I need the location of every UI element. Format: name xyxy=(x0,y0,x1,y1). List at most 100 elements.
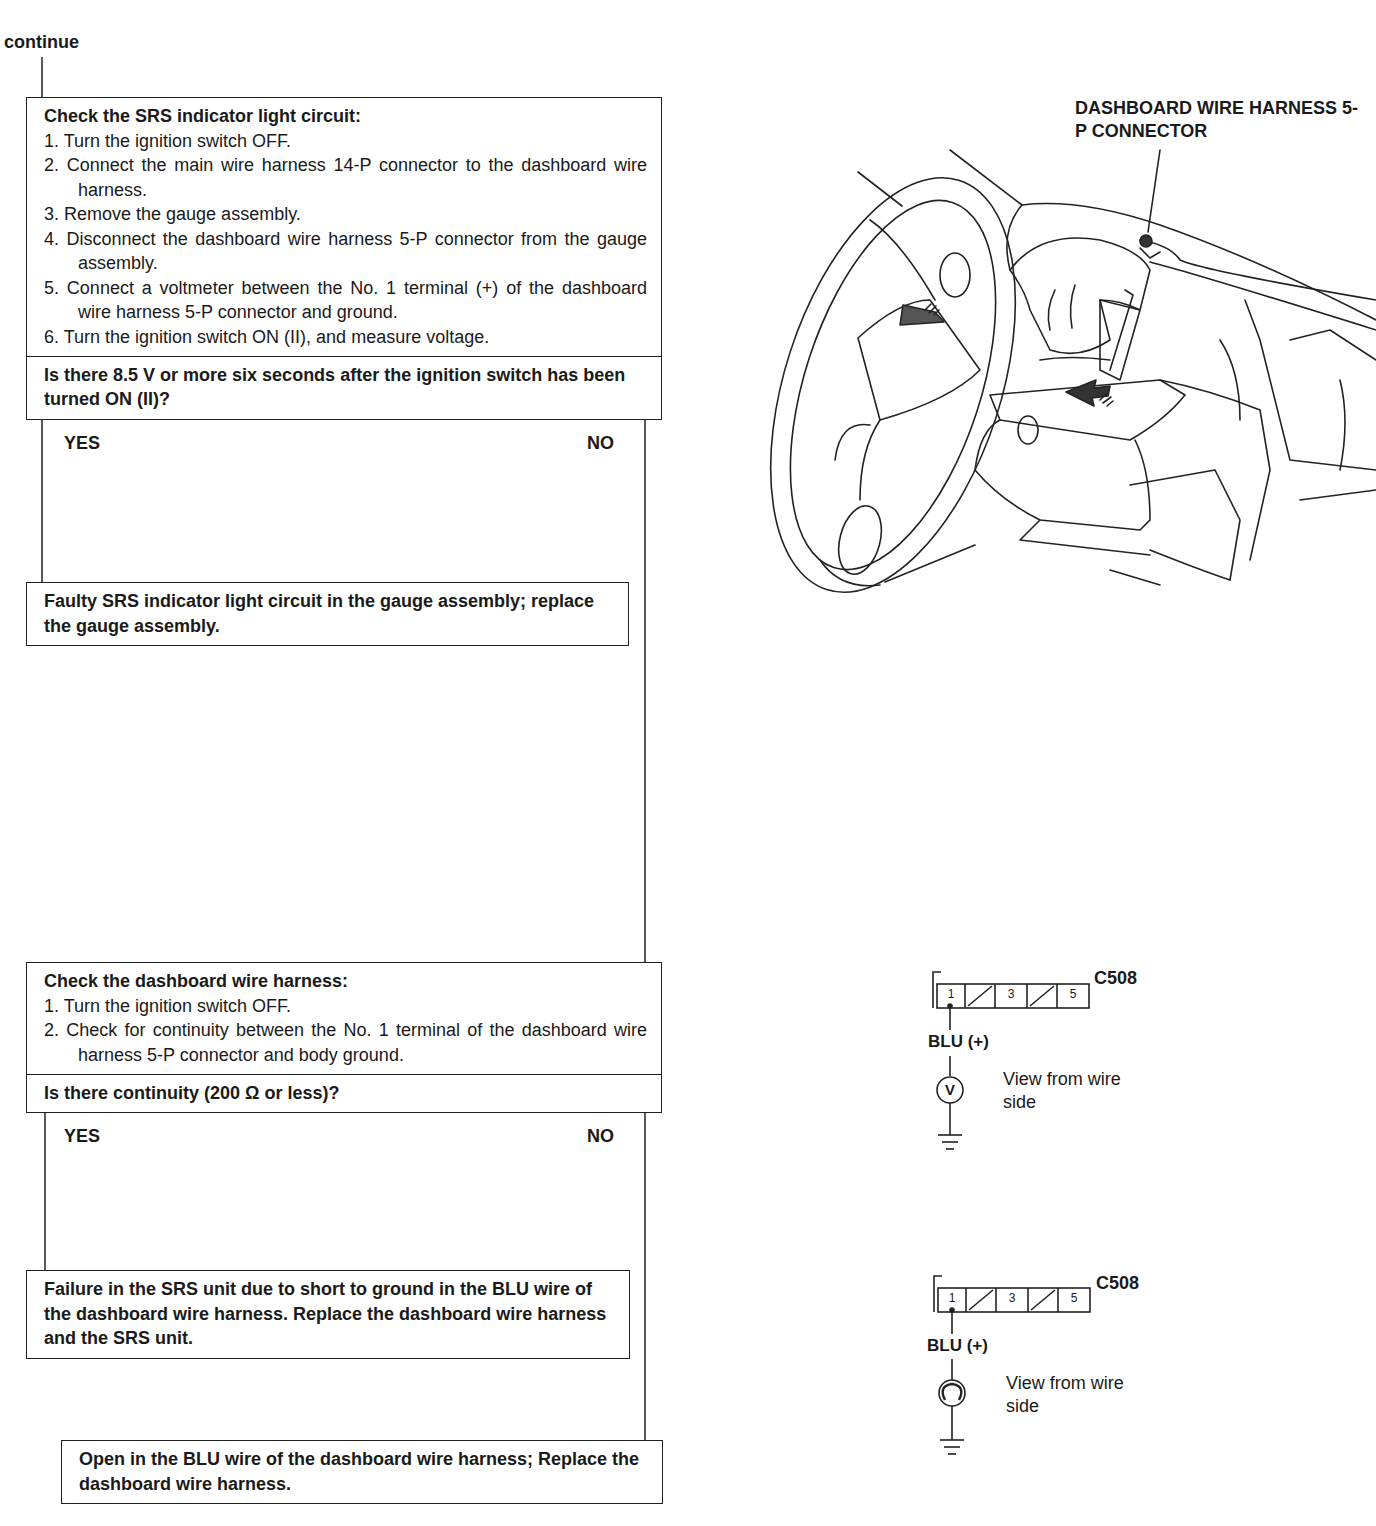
connector-c508-ohmmeter-stroke xyxy=(1057,1288,1059,1312)
dashboard-illustration-stroke xyxy=(1018,416,1038,444)
dashboard-illustration-stroke xyxy=(940,253,970,297)
continue-label: continue xyxy=(4,31,114,54)
box-text: 2. Connect the main wire harness 14-P co… xyxy=(44,153,647,202)
connector-c508-voltmeter-stroke xyxy=(937,1077,963,1103)
dashboard-illustration-stroke xyxy=(1130,470,1240,580)
connector-c508-ohmmeter-stroke xyxy=(995,1288,997,1312)
dashboard-illustration-stroke xyxy=(1020,520,1150,555)
question-box: Is there 8.5 V or more six seconds after… xyxy=(26,356,662,420)
connector-c508-ohmmeter xyxy=(934,1276,1090,1454)
box-text: 3. Remove the gauge assembly. xyxy=(44,202,647,227)
box-text: 1. Turn the ignition switch OFF. xyxy=(44,994,647,1019)
dashboard-illustration-stroke xyxy=(1140,235,1152,247)
dashboard-illustration-stroke xyxy=(1071,285,1075,328)
connector-c508-voltmeter-stroke xyxy=(968,986,992,1006)
dashboard-illustration-stroke xyxy=(1148,150,1160,232)
connector-c508-ohmmeter-stroke xyxy=(943,1384,962,1400)
connector-c508-ohmmeter-stroke xyxy=(951,1406,953,1440)
connector-c508-ohmmeter-stroke xyxy=(969,1290,993,1310)
connector-c508-voltmeter-stroke xyxy=(948,1004,952,1008)
instruction-box: Check the SRS indicator light circuit:1.… xyxy=(26,97,662,357)
box-text: 6. Turn the ignition switch ON (II), and… xyxy=(44,325,647,350)
connector-c508-voltmeter-stroke xyxy=(994,984,996,1008)
connector-c508-voltmeter-stroke xyxy=(1026,984,1028,1008)
wire-color: BLU (+) xyxy=(927,1335,1017,1357)
box-text: 5. Connect a voltmeter between the No. 1… xyxy=(44,276,647,325)
connector-c508-ohmmeter-stroke xyxy=(940,1439,964,1441)
dashboard-illustration-stroke xyxy=(990,380,1185,440)
branch-label: NO xyxy=(585,432,616,454)
connector-c508-voltmeter-stroke xyxy=(938,1134,962,1136)
branch-label: YES xyxy=(62,432,102,454)
dashboard-illustration-stroke xyxy=(870,220,935,300)
pin-number: 3 xyxy=(996,986,1026,1002)
continue-line xyxy=(41,57,43,98)
connector-c508-voltmeter-stroke xyxy=(937,984,1089,1008)
dashboard-illustration-stroke xyxy=(1110,290,1133,370)
box-text: Check the SRS indicator light circuit: xyxy=(44,104,647,129)
box-text: Is there 8.5 V or more six seconds after… xyxy=(44,363,647,412)
connector-c508-ohmmeter-stroke xyxy=(938,1288,1090,1312)
result-box: Failure in the SRS unit due to short to … xyxy=(26,1270,630,1359)
dashboard-illustration-stroke xyxy=(1150,262,1376,330)
connector-c508-ohmmeter-stroke xyxy=(1027,1288,1029,1312)
box-text: Check the dashboard wire harness: xyxy=(44,969,647,994)
instruction-box: Check the dashboard wire harness:1. Turn… xyxy=(26,962,662,1075)
connector-c508-ohmmeter-stroke xyxy=(950,1308,954,1312)
connector-c508-voltmeter-stroke xyxy=(964,984,966,1008)
connector-c508-voltmeter-stroke xyxy=(1030,986,1054,1006)
pin-number: 3 xyxy=(997,1290,1027,1306)
connector-c508-ohmmeter-stroke xyxy=(951,1359,953,1380)
dashboard-illustration-stroke xyxy=(925,304,939,315)
dashboard-illustration-stroke xyxy=(900,305,944,325)
view-note: View from wire side xyxy=(1003,1068,1128,1114)
view-note: View from wire side xyxy=(1006,1372,1131,1418)
box-text: 4. Disconnect the dashboard wire harness… xyxy=(44,227,647,276)
wire-color: BLU (+) xyxy=(928,1031,1018,1053)
pin-number: 5 xyxy=(1059,1290,1089,1306)
dashboard-illustration-stroke xyxy=(1300,490,1376,500)
connector-c508-voltmeter-stroke xyxy=(1056,984,1058,1008)
flow-line xyxy=(644,420,646,963)
dashboard-illustration-stroke xyxy=(1007,205,1022,270)
dashboard-illustration-stroke xyxy=(1110,570,1160,585)
dashboard-illustration-stroke xyxy=(820,560,880,586)
dashboard-illustration-stroke xyxy=(975,440,1150,530)
box-text: Failure in the SRS unit due to short to … xyxy=(44,1277,615,1351)
dashboard-illustration-stroke xyxy=(950,150,1376,320)
pin-number: 5 xyxy=(1058,986,1088,1002)
box-text: 1. Turn the ignition switch OFF. xyxy=(44,129,647,154)
connector-c508-voltmeter xyxy=(933,972,1089,1149)
dashboard-illustration xyxy=(724,147,1376,623)
box-text: Open in the BLU wire of the dashboard wi… xyxy=(79,1447,648,1496)
connector-c508-voltmeter-stroke xyxy=(949,1056,951,1076)
pin-number: 1 xyxy=(939,1290,965,1306)
continue-line-stroke xyxy=(41,57,43,98)
flow-connector xyxy=(645,420,646,963)
dashboard-illustration-stroke xyxy=(1140,248,1160,258)
connector-id: C508 xyxy=(1096,1272,1166,1295)
connector-c508-voltmeter-stroke xyxy=(942,1141,958,1143)
dashboard-illustration-stroke xyxy=(1150,550,1230,580)
flow-connector xyxy=(645,1113,646,1440)
meter-symbol: V xyxy=(943,1080,957,1100)
flow-line xyxy=(44,1113,46,1270)
result-box: Open in the BLU wire of the dashboard wi… xyxy=(61,1440,663,1504)
dashboard-illustration-stroke xyxy=(860,420,880,500)
dashboard-illustration-stroke xyxy=(1040,358,1110,361)
box-text: Is there continuity (200 Ω or less)? xyxy=(44,1081,647,1106)
dashboard-illustration-stroke xyxy=(1245,300,1376,470)
dashboard-illustration-stroke xyxy=(1140,240,1376,300)
connector-c508-ohmmeter-stroke xyxy=(1031,1290,1055,1310)
dashboard-illustration-stroke xyxy=(1100,394,1113,406)
connector-c508-ohmmeter-stroke xyxy=(948,1453,956,1455)
dashboard-illustration-stroke xyxy=(1048,290,1055,330)
box-text: 2. Check for continuity between the No. … xyxy=(44,1018,647,1067)
dashboard-illustration-stroke xyxy=(858,300,980,420)
dashboard-illustration-stroke xyxy=(1290,330,1376,360)
dashboard-illustration-stroke xyxy=(1340,380,1345,470)
branch-label: NO xyxy=(585,1125,616,1147)
result-box: Faulty SRS indicator light circuit in th… xyxy=(26,582,629,646)
box-text: Faulty SRS indicator light circuit in th… xyxy=(44,589,614,638)
connector-c508-ohmmeter-stroke xyxy=(944,1446,960,1448)
